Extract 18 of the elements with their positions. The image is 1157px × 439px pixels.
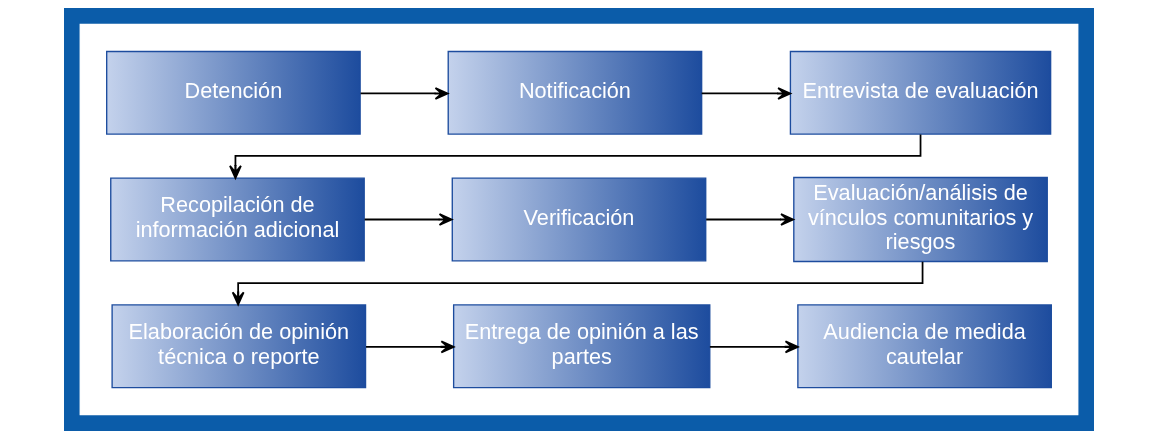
node-box: Evaluación/análisis de vínculos comunitarios y riesgos — [792, 176, 1048, 263]
cluster — [79, 23, 1078, 416]
arrow — [363, 213, 453, 226]
arrow — [708, 340, 799, 354]
node-box: Recopilación de información adicional — [109, 177, 365, 262]
node-box: Audiencia de medida cautelar — [796, 304, 1052, 389]
arrow — [704, 213, 794, 226]
arrow — [359, 87, 449, 100]
node-box: Entrega de opinión a las partes — [452, 304, 710, 389]
node-box: Verificación — [451, 177, 706, 262]
arrow — [700, 87, 791, 100]
node-box: Entrevista de evaluación — [789, 50, 1051, 135]
arrow — [364, 340, 454, 354]
node-box: Detención — [105, 50, 361, 135]
arrow — [228, 133, 921, 179]
arrow — [231, 260, 923, 306]
node-box: Elaboración de opinión técnica o reporte — [110, 304, 366, 389]
node-box: Notificación — [447, 50, 702, 135]
